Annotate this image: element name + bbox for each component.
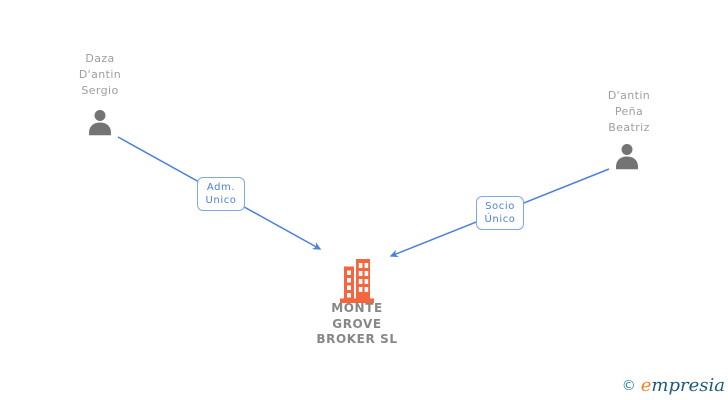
company-name-line: GROVE bbox=[332, 316, 382, 331]
brand-rest: mpresia bbox=[651, 375, 725, 396]
empresia-wordmark: empresia bbox=[641, 376, 725, 396]
person-name-line: Sergio bbox=[81, 84, 119, 97]
company-name-line: MONTE bbox=[331, 301, 383, 315]
person-icon bbox=[86, 109, 114, 137]
empresia-logo: © empresia bbox=[622, 376, 725, 396]
edge-label-socio-unico: Socio Único bbox=[476, 196, 524, 230]
person-name-label: Daza D'antin Sergio bbox=[40, 51, 160, 99]
person-name-line: Daza bbox=[85, 52, 115, 65]
edge-label-line: Único bbox=[484, 214, 516, 225]
building-icon bbox=[340, 258, 374, 303]
edge-label-line: Socio bbox=[485, 201, 515, 212]
brand-initial: e bbox=[640, 375, 652, 396]
edge-label-line: Unico bbox=[205, 195, 237, 206]
company-name-line: BROKER SL bbox=[316, 332, 398, 346]
person-icon bbox=[613, 143, 641, 171]
edge-label-adm-unico: Adm. Unico bbox=[197, 177, 245, 211]
edge-label-line: Adm. bbox=[206, 182, 236, 193]
copyright-icon: © bbox=[621, 378, 636, 394]
person-name-line: D'antin bbox=[607, 89, 651, 102]
person-name-label: D'antin Peña Beatriz bbox=[569, 88, 689, 136]
person-name-line: Beatriz bbox=[608, 121, 650, 134]
person-name-line: Peña bbox=[614, 105, 644, 118]
person-name-line: D'antin bbox=[78, 68, 122, 81]
company-name-label: MONTE GROVE BROKER SL bbox=[287, 301, 427, 348]
